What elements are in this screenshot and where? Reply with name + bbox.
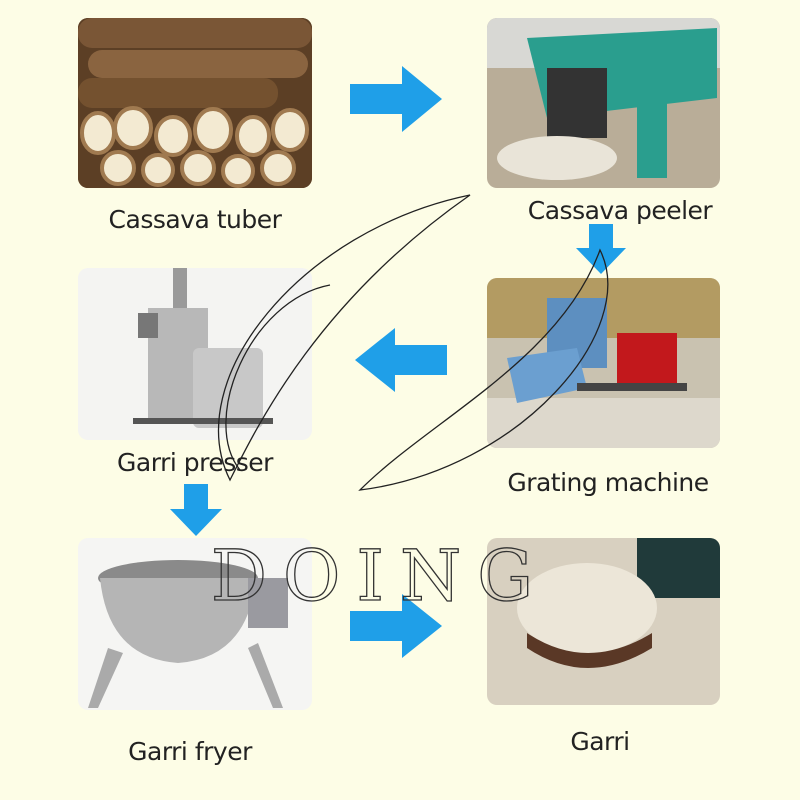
- cassava-peeler-photo: [487, 18, 720, 188]
- arrow-left-icon: [355, 328, 447, 392]
- garri-fryer-photo: [78, 538, 312, 710]
- step-label-grating-machine: Grating machine: [507, 468, 709, 497]
- arrow-right-icon: [350, 66, 442, 132]
- step-label-garri-fryer: Garri fryer: [128, 737, 252, 766]
- arrow-down-icon: [170, 484, 222, 536]
- step-label-garri-presser: Garri presser: [117, 448, 273, 477]
- grating-machine-photo: [487, 278, 720, 448]
- arrow-right-icon: [350, 594, 442, 658]
- step-label-garri: Garri: [570, 727, 630, 756]
- cassava-tuber-photo: [78, 18, 312, 188]
- step-label-cassava-peeler: Cassava peeler: [527, 196, 713, 225]
- arrow-down-icon: [576, 224, 626, 274]
- garri-photo: [487, 538, 720, 705]
- step-label-cassava-tuber: Cassava tuber: [108, 205, 282, 234]
- garri-presser-photo: [78, 268, 312, 440]
